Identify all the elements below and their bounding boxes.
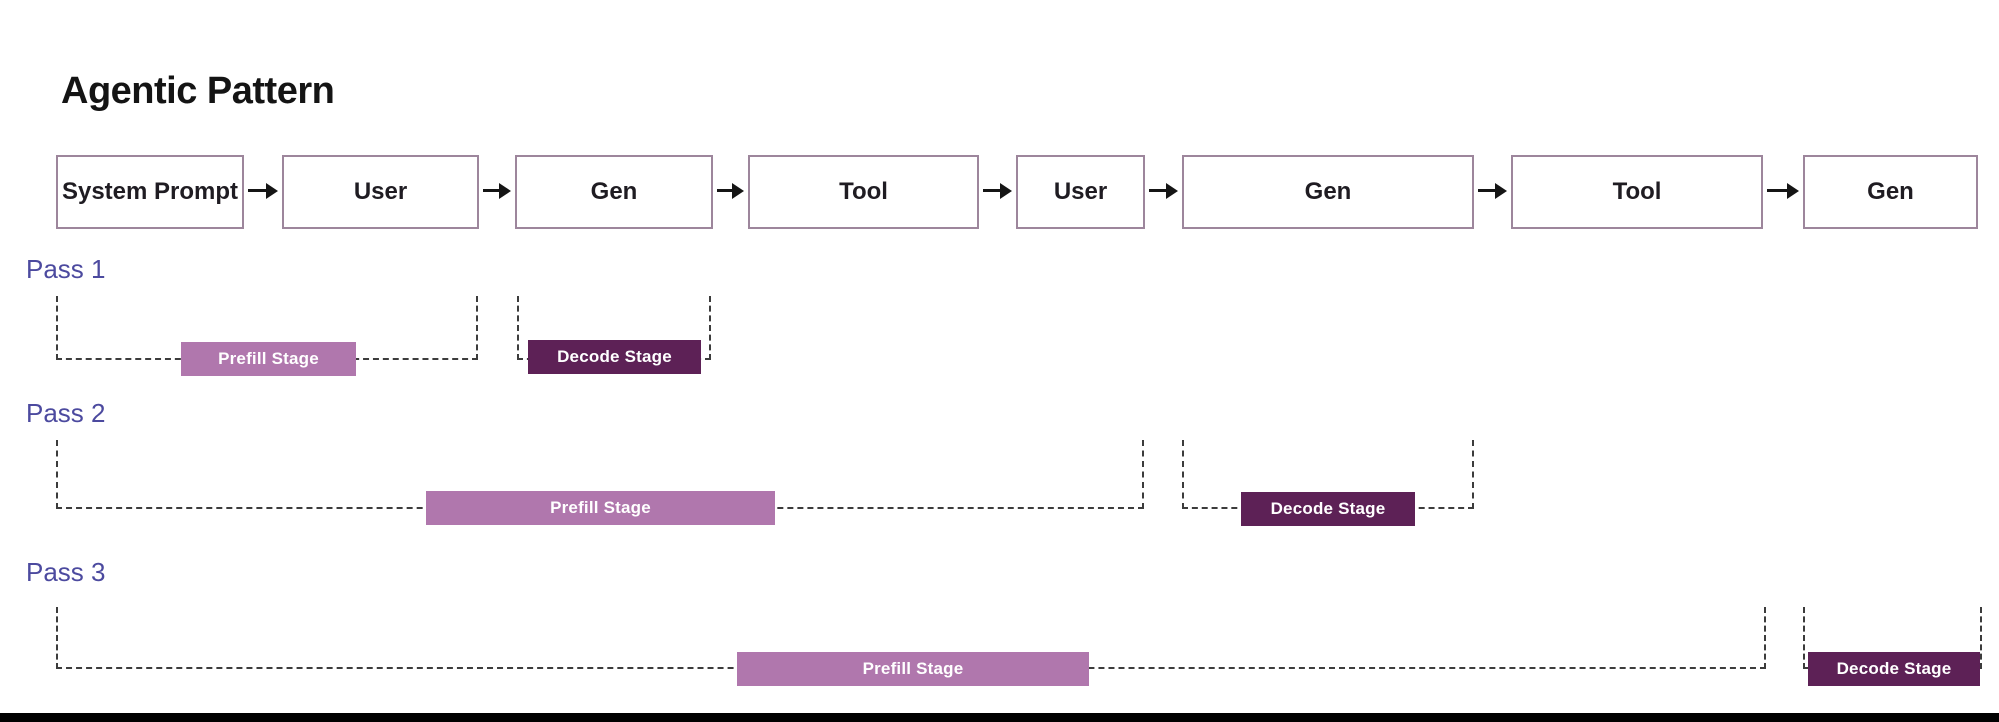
flow-box-label: Gen: [1867, 178, 1914, 205]
flow-box-label: Tool: [1612, 178, 1662, 205]
arrow-head: [1000, 183, 1012, 199]
stage-bar-label: Prefill Stage: [550, 498, 651, 517]
pass-1-prefill-stage-bar: Prefill Stage: [181, 342, 356, 376]
pass-3-prefill-stage-bar: Prefill Stage: [737, 652, 1089, 686]
flow-box-gen-1: Gen: [515, 155, 713, 229]
flow-box-user-1: User: [282, 155, 479, 229]
arrow-head: [1166, 183, 1178, 199]
stage-bar-label: Prefill Stage: [862, 659, 964, 678]
arrow-shaft: [1767, 189, 1789, 192]
arrow-head: [499, 183, 511, 199]
arrow-right-icon: [983, 182, 1012, 200]
arrow-right-icon: [1767, 182, 1799, 200]
arrow-shaft: [1149, 189, 1168, 192]
flow-box-label: Gen: [1304, 178, 1352, 205]
flow-box-system-prompt: System Prompt: [56, 155, 244, 229]
flow-box-tool-1: Tool: [748, 155, 979, 229]
pass-1-label: Pass 1: [26, 254, 106, 284]
flow-box-gen-3: Gen: [1803, 155, 1978, 229]
pass-2-prefill-stage-bar: Prefill Stage: [426, 491, 775, 525]
diagram-title: Agentic Pattern: [61, 70, 335, 112]
flow-box-label: Tool: [839, 178, 888, 205]
stage-bar-label: Decode Stage: [1836, 659, 1952, 678]
pass-2-label: Pass 2: [26, 398, 106, 428]
stage-bar-label: Decode Stage: [557, 347, 672, 366]
flow-box-label: Gen: [590, 178, 638, 205]
flow-box-gen-2: Gen: [1182, 155, 1474, 229]
arrow-shaft: [248, 189, 268, 192]
flow-box-label: System Prompt: [61, 178, 239, 205]
arrow-shaft: [483, 189, 501, 192]
flow-box-tool-2: Tool: [1511, 155, 1763, 229]
arrow-head: [732, 183, 744, 199]
stage-bar-label: Prefill Stage: [218, 349, 319, 368]
flow-box-label: User: [1053, 178, 1108, 205]
arrow-right-icon: [248, 182, 278, 200]
arrow-shaft: [983, 189, 1002, 192]
arrow-head: [1495, 183, 1507, 199]
arrow-right-icon: [483, 182, 511, 200]
arrow-shaft: [717, 189, 734, 192]
arrow-head: [1787, 183, 1799, 199]
pass-3-decode-stage-bar: Decode Stage: [1808, 652, 1980, 686]
arrow-head: [266, 183, 278, 199]
arrow-shaft: [1478, 189, 1497, 192]
arrow-right-icon: [1478, 182, 1507, 200]
flow-box-label: User: [353, 178, 408, 205]
bottom-border-bar: [0, 713, 1999, 722]
arrow-right-icon: [717, 182, 744, 200]
pass-3-label: Pass 3: [26, 557, 106, 587]
pass-2-decode-stage-bar: Decode Stage: [1241, 492, 1415, 526]
stage-bar-label: Decode Stage: [1270, 499, 1386, 518]
pass-1-decode-stage-bar: Decode Stage: [528, 340, 701, 374]
arrow-right-icon: [1149, 182, 1178, 200]
flow-box-user-2: User: [1016, 155, 1145, 229]
